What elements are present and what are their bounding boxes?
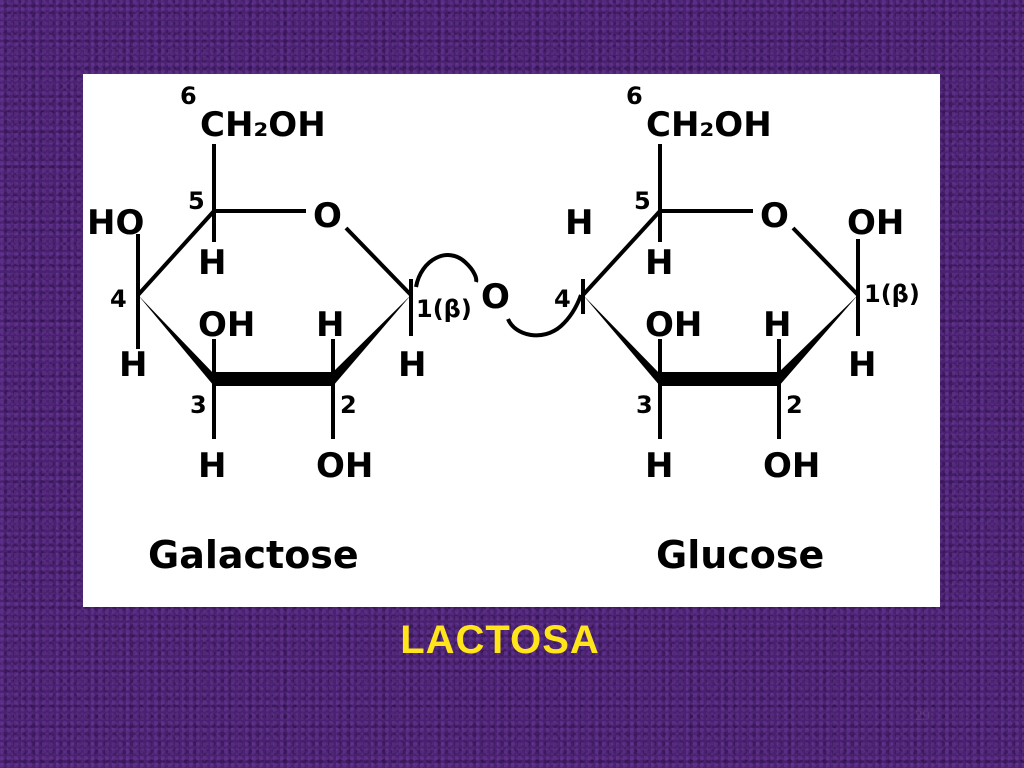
galactose-c3-oh-label: OH (198, 305, 255, 345)
galactose-bold-bond-c3-c2 (212, 372, 333, 386)
glucose-c1-oh-label: OH (847, 203, 904, 243)
galactose-c1-h-label: H (398, 345, 426, 385)
glucose-bond-o-c1 (791, 226, 860, 297)
galactose-molecule: 6 CH₂OH 5 O HO H 4 OH H 1(β) H H 3 2 H O… (87, 82, 472, 577)
glucose-c5-h-label: H (645, 243, 673, 283)
lactose-structure: 6 CH₂OH 5 O HO H 4 OH H 1(β) H H 3 2 H O… (87, 82, 920, 577)
glycosidic-oxygen: O (481, 277, 510, 317)
galactose-c2-oh-label: OH (316, 446, 373, 486)
glucose-c3-oh-label: OH (645, 305, 702, 345)
galactose-name: Galactose (148, 533, 359, 577)
glucose-c1-number: 1(β) (864, 280, 920, 308)
glucose-c4-number: 4 (554, 285, 571, 313)
galactose-c3-h-label: H (198, 446, 226, 486)
glycosidic-bond: O (414, 253, 583, 338)
glucose-bold-bond-c3-c2 (658, 372, 779, 386)
glucose-c1-h-label: H (848, 345, 876, 385)
galactose-wedge-c4-c3 (138, 295, 214, 386)
galactose-bond-c5-c4 (136, 209, 216, 297)
galactose-c4-h-label: H (119, 345, 147, 385)
glucose-name: Glucose (656, 533, 824, 577)
galactose-c5-h-label: H (198, 243, 226, 283)
galactose-ch2oh-label: CH₂OH (200, 105, 326, 145)
glucose-c4-h-label: H (565, 203, 593, 243)
galactose-c2-number: 2 (340, 391, 357, 419)
glucose-ring-oxygen: O (760, 196, 789, 236)
galactose-c1-number: 1(β) (416, 295, 472, 323)
glucose-wedge-c2-c1 (779, 295, 858, 386)
galactose-bond-o-c1 (344, 226, 413, 297)
galactose-ring-oxygen: O (313, 196, 342, 236)
glucose-bond-c5-c4 (581, 209, 662, 297)
glucose-ch2oh-label: CH₂OH (646, 105, 772, 145)
galactose-c5-number: 5 (188, 187, 205, 215)
glycosidic-curve-right (506, 294, 583, 338)
galactose-c2-h-label: H (316, 305, 344, 345)
galactose-c4-ho-label: HO (87, 203, 144, 243)
glucose-c2-oh-label: OH (763, 446, 820, 486)
glycosidic-curve-left (414, 253, 479, 288)
glucose-c2-h-label: H (763, 305, 791, 345)
glucose-c2-number: 2 (786, 391, 803, 419)
galactose-c4-number: 4 (110, 285, 127, 313)
galactose-wedge-c2-c1 (333, 295, 411, 386)
page-number: 29 (915, 708, 930, 724)
glucose-molecule: 6 CH₂OH 5 O H OH H 4 1(β) OH H H 3 2 H O… (554, 82, 920, 577)
glucose-c3-h-label: H (645, 446, 673, 486)
slide-caption: LACTOSA (400, 618, 600, 662)
diagram-panel: 6 CH₂OH 5 O HO H 4 OH H 1(β) H H 3 2 H O… (83, 74, 940, 607)
galactose-c3-number: 3 (190, 391, 207, 419)
glucose-c6-number: 6 (626, 82, 643, 110)
glucose-c5-number: 5 (634, 187, 651, 215)
glucose-wedge-c4-c3 (583, 295, 660, 386)
galactose-c6-number: 6 (180, 82, 197, 110)
glucose-c3-number: 3 (636, 391, 653, 419)
